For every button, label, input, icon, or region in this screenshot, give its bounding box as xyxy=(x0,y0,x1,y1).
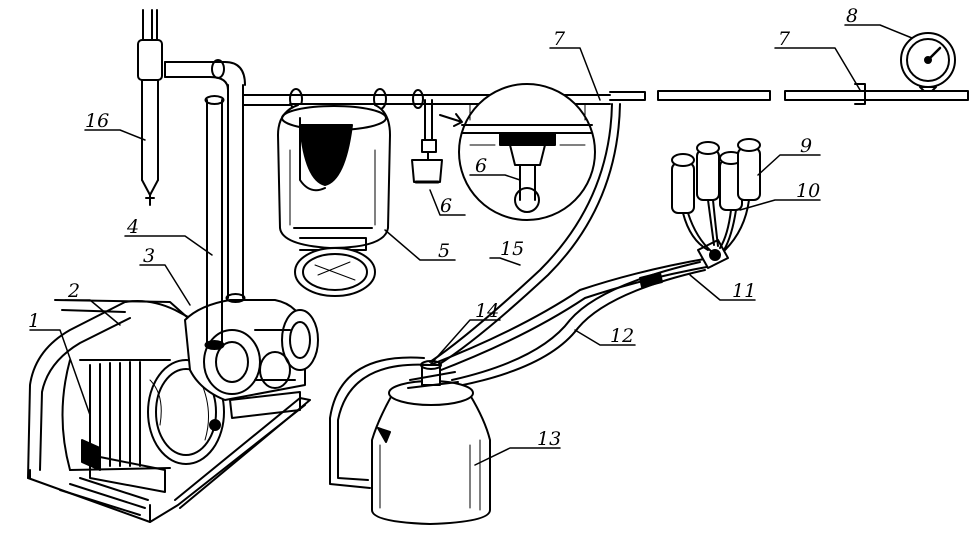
label-valve-a: 7 xyxy=(553,28,566,50)
diagram-labels: 1 2 3 4 5 6 6 7 7 8 9 10 11 12 13 14 15 … xyxy=(28,5,858,450)
label-pulsator: 14 xyxy=(475,300,499,322)
vacuum-hose xyxy=(429,103,621,366)
label-regulator: 6 xyxy=(440,195,452,217)
pulse-hose xyxy=(451,261,706,387)
label-oil-tube: 16 xyxy=(85,110,109,132)
label-base-frame: 2 xyxy=(67,280,80,302)
regulator xyxy=(411,99,443,184)
regulator-detail xyxy=(439,83,596,221)
vacuum-balloon xyxy=(277,104,391,297)
vacuum-gauge xyxy=(900,32,956,92)
label-teat-cups: 9 xyxy=(800,135,812,157)
label-milk-can: 13 xyxy=(537,428,561,450)
label-pulse-hose: 12 xyxy=(610,325,634,347)
label-milk-hose: 11 xyxy=(732,280,756,302)
milk-hose xyxy=(429,257,713,373)
label-vacuum-hose: 15 xyxy=(500,238,524,260)
vacuum-pump xyxy=(184,299,319,419)
label-exhaust-pipe: 4 xyxy=(126,216,139,238)
exhaust-pipe xyxy=(204,95,225,350)
milk-can xyxy=(371,380,491,525)
stall-valve xyxy=(854,83,866,105)
leader-lines xyxy=(29,24,913,466)
label-valve-b: 7 xyxy=(778,28,791,50)
base-frame xyxy=(27,299,311,523)
label-motor: 1 xyxy=(28,310,40,332)
label-collector: 10 xyxy=(796,180,820,202)
label-regulator-detail: 6 xyxy=(475,155,487,177)
label-vacuum-balloon: 5 xyxy=(438,240,450,262)
teat-cups xyxy=(671,138,761,253)
vacuum-line xyxy=(289,88,969,110)
label-vacuum-gauge: 8 xyxy=(846,5,858,27)
vacuum-pipe-vertical xyxy=(164,59,291,303)
pulsator xyxy=(407,360,459,389)
oil-tube xyxy=(137,9,166,206)
label-vacuum-pump: 3 xyxy=(143,245,155,267)
can-return-hose xyxy=(329,356,431,489)
